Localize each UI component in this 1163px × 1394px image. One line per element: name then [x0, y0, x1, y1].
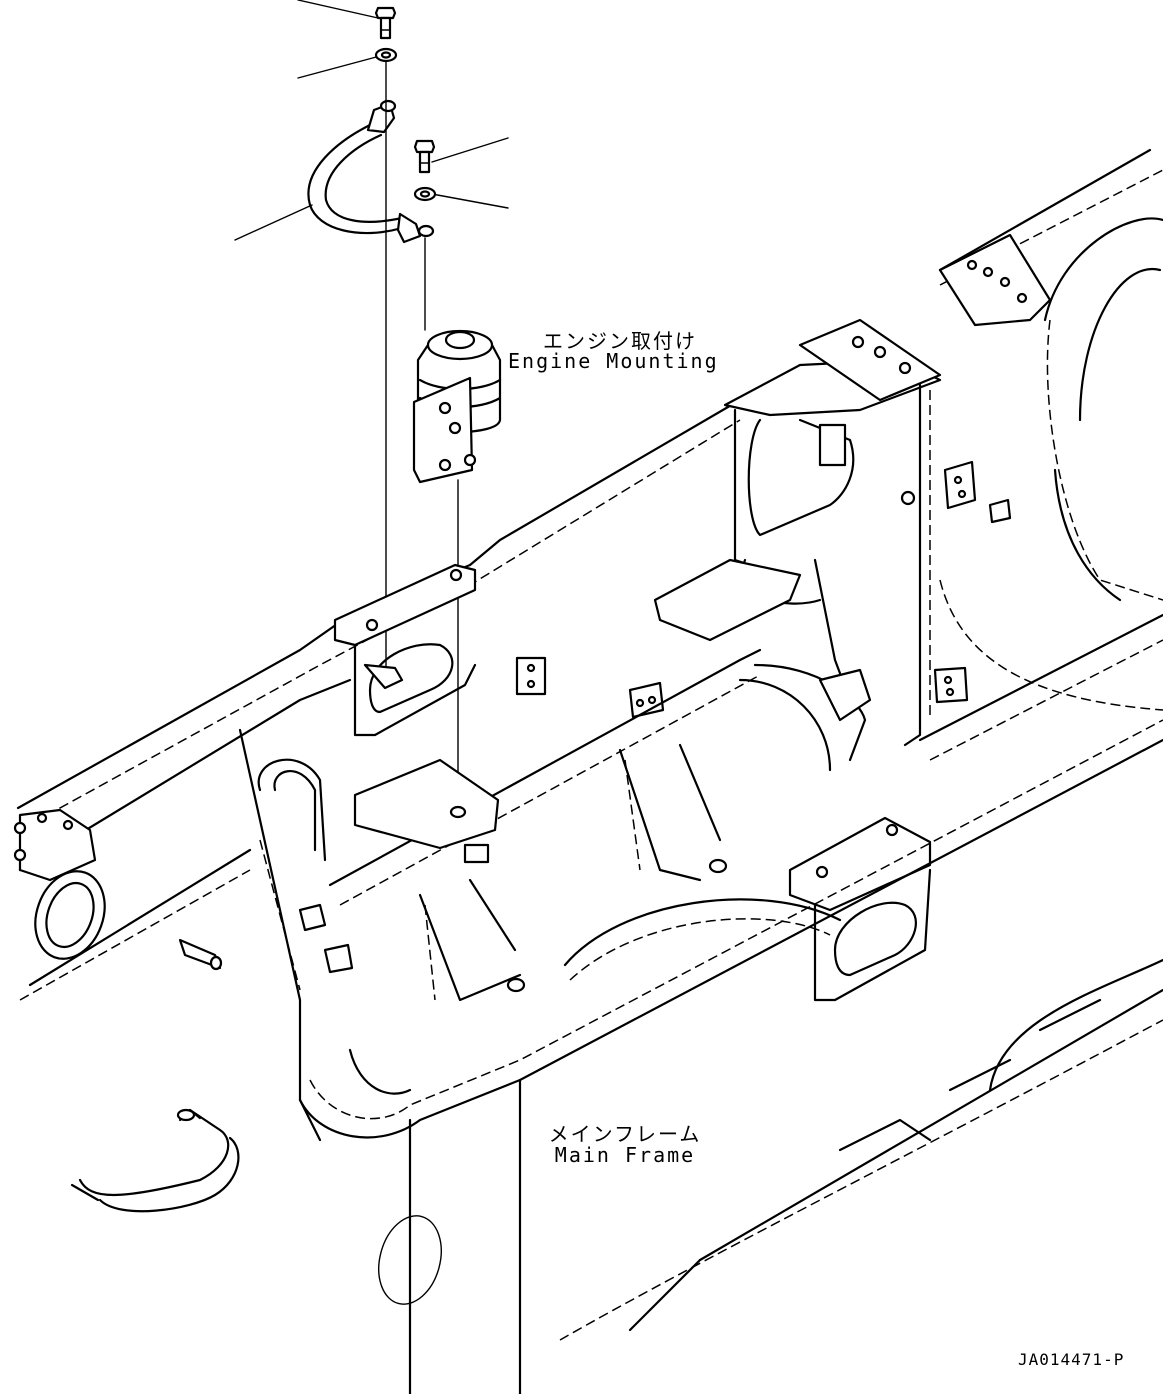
washer-lower: [413, 186, 437, 202]
bracket-right: [788, 816, 932, 1002]
frame-small-blocks: [515, 460, 1012, 719]
main-frame-label-jp: メインフレーム: [548, 1122, 702, 1146]
engine-mount: [412, 329, 502, 484]
main-frame-label-en: Main Frame: [554, 1143, 696, 1167]
bolt-upper: [374, 6, 397, 40]
bracket-left: [333, 563, 477, 737]
frame-left-plate: [178, 728, 354, 1142]
drawing-code: JA014471-P: [1018, 1350, 1125, 1369]
frame-tower: [723, 318, 942, 747]
ground-cable: [307, 99, 435, 244]
engine-mounting-label-jp: エンジン取付け: [543, 329, 697, 353]
bolt-lower: [413, 139, 436, 174]
assembly-lines: [385, 61, 459, 813]
leader-lines: [234, 0, 509, 241]
frame-floor: [328, 558, 872, 1002]
frame-lower-body: [298, 719, 1163, 1394]
engine-mounting-label-en: Engine Mounting: [508, 349, 719, 373]
washer-upper: [374, 47, 398, 63]
frame-handle: [70, 1108, 240, 1213]
frame-right-rail: [918, 148, 1163, 761]
frame-pivot: [13, 808, 106, 960]
